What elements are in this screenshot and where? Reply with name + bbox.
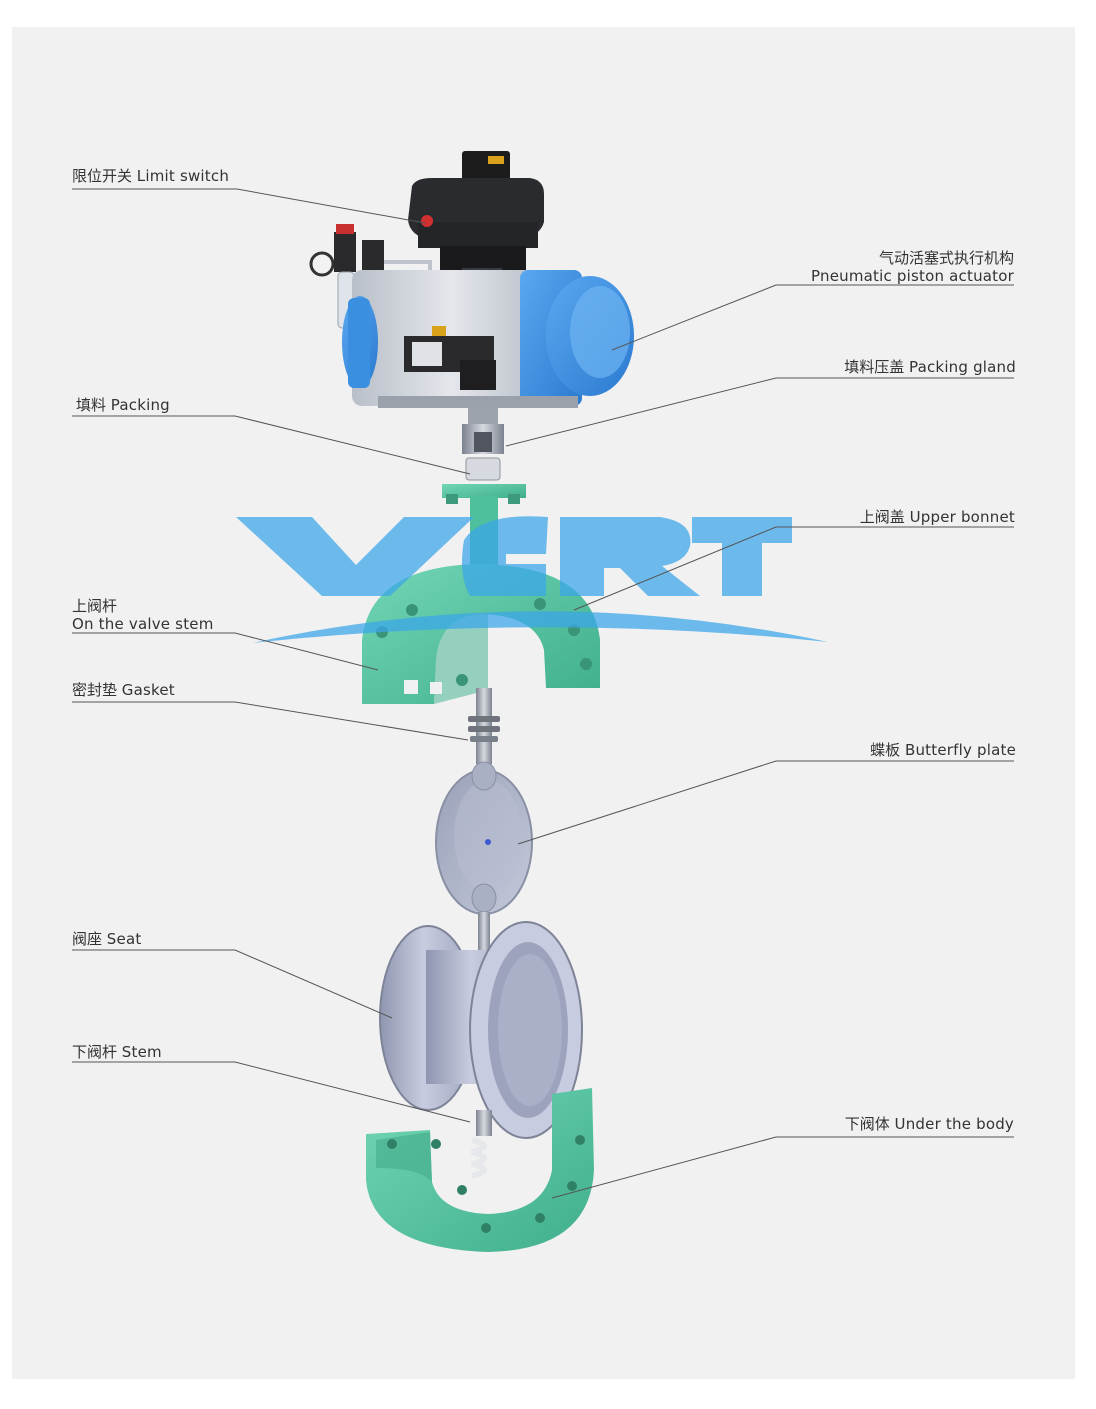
label-lower-stem: 下阀杆 Stem [72,1043,162,1061]
label-gasket-en: Gasket [121,681,175,699]
label-upper-stem: 上阀杆 On the valve stem [72,597,214,633]
label-pneumatic-actuator-en: Pneumatic piston actuator [811,267,1014,285]
label-seat-cn: 阀座 [72,930,103,948]
label-lower-body-cn: 下阀体 [844,1115,890,1133]
lower-body-part [366,1088,594,1252]
label-lower-stem-en: Stem [121,1043,162,1061]
butterfly-plate-part [435,761,533,952]
leader-upper-bonnet [573,526,1014,611]
label-limit-switch: 限位开关 Limit switch [72,167,229,185]
diagram-background [12,27,1075,1379]
label-packing: 填料 Packing [76,396,170,414]
label-limit-switch-cn: 限位开关 [72,167,133,185]
packing-gland-part [462,408,504,454]
label-lower-body: 下阀体 Under the body [845,1115,1014,1133]
leader-upper-stem [72,632,379,671]
label-upper-stem-cn: 上阀杆 [72,597,118,615]
stem-lower-part [471,1110,492,1179]
label-packing-gland: 填料压盖 Packing gland [844,358,1016,376]
label-upper-bonnet: 上阀盖 Upper bonnet [860,508,1015,526]
label-packing-cn: 填料 [76,396,107,414]
leader-gasket [72,701,469,741]
label-lower-stem-cn: 下阀杆 [72,1043,118,1061]
leader-butterfly-plate [517,760,1014,845]
vert-watermark [236,516,828,643]
leader-lines [72,188,1014,1199]
label-gasket-cn: 密封垫 [72,681,118,699]
seat-part [379,921,583,1139]
label-pneumatic-actuator-cn: 气动活塞式执行机构 [878,249,1014,267]
leader-lower-stem [72,1061,471,1123]
limit-switch-part [408,151,544,280]
label-gasket: 密封垫 Gasket [72,681,175,699]
label-seat-en: Seat [106,930,142,948]
label-seat: 阀座 Seat [72,930,141,948]
label-upper-bonnet-en: Upper bonnet [909,508,1015,526]
pneumatic-actuator-part [342,270,634,408]
label-limit-switch-en: Limit switch [136,167,230,185]
leader-limit-switch [72,188,426,224]
gasket-part [468,716,500,742]
label-packing-gland-cn: 填料压盖 [844,358,905,376]
leader-packing-gland [505,377,1014,447]
label-lower-body-en: Under the body [894,1115,1014,1133]
label-butterfly-plate-en: Butterfly plate [904,741,1016,759]
leader-seat [72,949,393,1019]
label-pneumatic-actuator: 气动活塞式执行机构 Pneumatic piston actuator [811,249,1014,285]
leader-pneumatic-actuator [611,284,1014,351]
label-packing-gland-en: Packing gland [909,358,1016,376]
label-packing-en: Packing [110,396,170,414]
label-butterfly-plate-cn: 蝶板 [870,741,901,759]
upper-body-part [362,564,600,704]
packing-part [465,457,501,481]
label-upper-stem-en: On the valve stem [72,615,214,633]
label-upper-bonnet-cn: 上阀盖 [859,508,905,526]
leader-packing [72,415,471,475]
leader-lower-body [551,1136,1014,1199]
label-butterfly-plate: 蝶板 Butterfly plate [870,741,1016,759]
